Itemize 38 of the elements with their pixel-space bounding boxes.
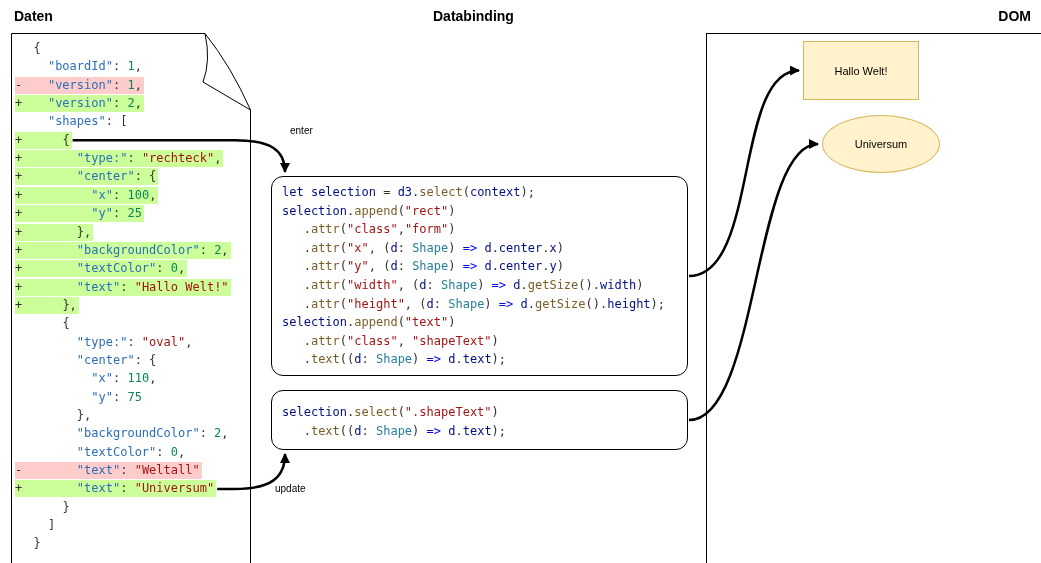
edge-label: update (274, 482, 307, 494)
code-line: "center": { (15, 351, 159, 369)
code-line: } (15, 535, 43, 553)
arrow (688, 142, 819, 422)
code-line: { (15, 40, 43, 57)
edge-label: enter (289, 125, 314, 137)
arrow (688, 68, 800, 278)
code-line: }, (15, 407, 94, 424)
code-line: "type:": "oval", (15, 333, 195, 351)
code-line: "boardId": 1, (15, 58, 144, 76)
code-line: selection.select(".shapeText") (282, 405, 499, 419)
code-line: "y": 75 (15, 388, 144, 406)
column-heading: Databinding (433, 8, 514, 24)
code-line: .attr("width", (d: Shape) => d.getSize().width) (302, 277, 644, 292)
code-line: selection.append("rect") (282, 203, 456, 218)
rectangle-shape: Hallo Welt! (803, 41, 919, 100)
code-line: "shapes": [ (15, 113, 130, 131)
arrow (72, 139, 290, 173)
code-block (271, 390, 688, 450)
code-line: { (15, 315, 72, 333)
code-line: let selection = d3.select(context); (282, 185, 535, 199)
code-block (271, 176, 688, 376)
code-line: "backgroundColor": 2, (15, 425, 231, 443)
code-line: ] (15, 517, 58, 535)
code-line: .text((d: Shape) => d.text); (302, 423, 507, 438)
code-line: .attr("class", "shapeText") (302, 333, 499, 348)
code-line: .text((d: Shape) => d.text); (302, 352, 507, 367)
arrow (217, 453, 290, 491)
code-line: selection.append("text") (282, 315, 456, 330)
code-line: .attr("y", (d: Shape) => d.center.y) (302, 259, 564, 274)
code-line: .attr("x", (d: Shape) => d.center.x) (302, 240, 564, 255)
code-line: "textColor": 0, (15, 443, 188, 461)
code-line: "x": 110, (15, 370, 159, 388)
column-heading: Daten (14, 8, 53, 24)
code-line: .attr("class","form") (302, 222, 456, 237)
code-line: .attr("height", (d: Shape) => d.getSize().height); (302, 296, 666, 311)
column-heading: DOM (998, 8, 1031, 24)
code-line: } (15, 498, 72, 516)
